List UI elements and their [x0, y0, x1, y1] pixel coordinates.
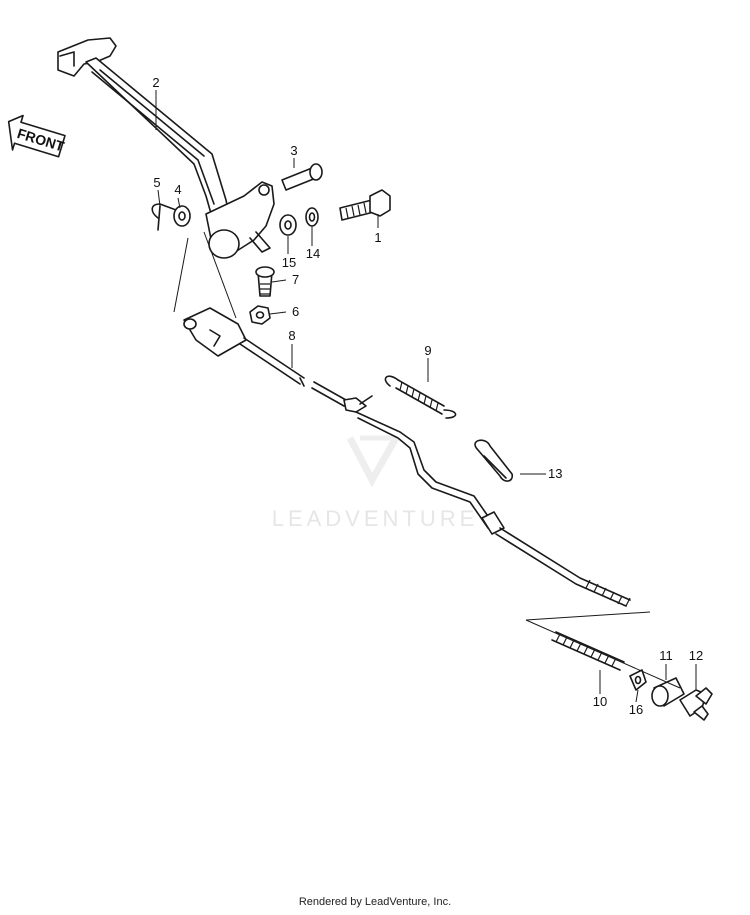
callout-6: 6: [292, 304, 299, 319]
leader-lines: [155, 90, 697, 703]
callout-8: 8: [288, 328, 295, 343]
callouts: 2 3 5 4 1 14 15 7 6 8 9 13 11 12 10 16: [152, 75, 703, 717]
adjuster-spring: [551, 631, 625, 671]
callout-1: 1: [374, 230, 381, 245]
watermark: LEADVENTURE: [272, 435, 479, 531]
brake-pedal: [57, 37, 275, 259]
callout-4: 4: [174, 182, 181, 197]
nut: [249, 305, 271, 325]
cotter-pin: [151, 203, 177, 231]
pivot-pin: [281, 163, 323, 191]
front-arrow-icon: FRONT: [7, 114, 67, 158]
pivot-block: [651, 677, 685, 707]
callout-14: 14: [306, 246, 320, 261]
spring-clip: [474, 439, 514, 482]
callout-11: 11: [659, 648, 673, 663]
watermark-logo-icon: [346, 435, 400, 488]
callout-9: 9: [424, 343, 431, 358]
watermark-text: LEADVENTURE: [272, 506, 479, 531]
flat-washer: [279, 214, 297, 236]
lock-washer: [305, 207, 319, 227]
bolt: [339, 189, 391, 221]
adjuster-washer: [629, 669, 647, 691]
callout-15: 15: [282, 255, 296, 270]
callout-12: 12: [689, 648, 703, 663]
return-spring: [384, 375, 457, 419]
callout-2: 2: [152, 75, 159, 90]
callout-10: 10: [593, 694, 607, 709]
brake-rod: [183, 307, 631, 607]
callout-5: 5: [153, 175, 160, 190]
callout-16: 16: [629, 702, 643, 717]
clevis-pin: [255, 266, 275, 297]
pin-washer: [173, 205, 191, 227]
callout-7: 7: [292, 272, 299, 287]
callout-13: 13: [548, 466, 562, 481]
footer-credit: Rendered by LeadVenture, Inc.: [298, 896, 452, 908]
wing-nut: [679, 687, 713, 721]
callout-3: 3: [290, 143, 297, 158]
